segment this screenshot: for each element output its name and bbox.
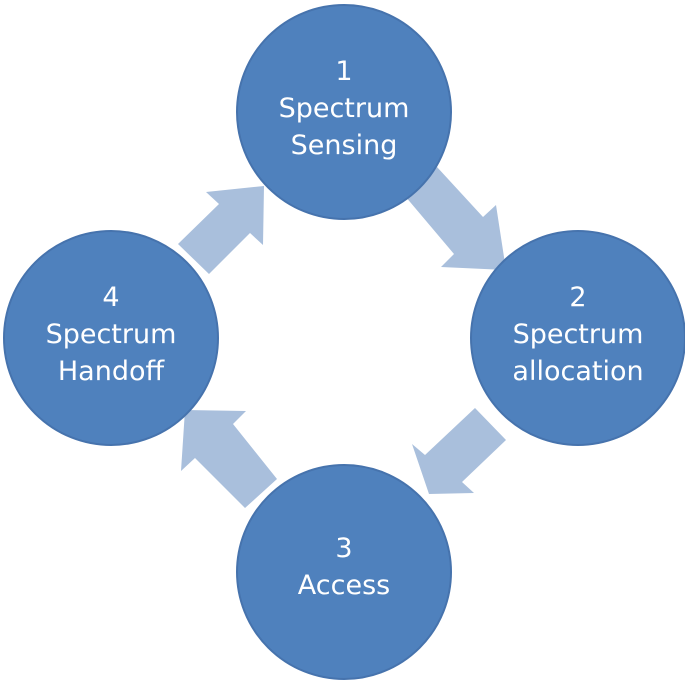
node-1-number: 1	[335, 56, 352, 87]
node-2-line1: Spectrum	[513, 319, 644, 350]
node-4-number: 4	[102, 282, 119, 313]
node-2-line2: allocation	[512, 356, 643, 387]
node-spectrum-handoff: 4 Spectrum Handoff	[3, 230, 219, 446]
node-3-line1: Access	[298, 570, 390, 601]
arrow-allocation-to-access	[412, 408, 506, 494]
arrow-handoff-to-sensing	[178, 186, 264, 274]
node-4-line1: Spectrum	[46, 319, 177, 350]
node-spectrum-sensing: 1 Spectrum Sensing	[236, 4, 452, 220]
node-1-line1: Spectrum	[279, 93, 410, 124]
node-spectrum-allocation: 2 Spectrum allocation	[470, 230, 685, 446]
node-access: 3 Access	[236, 464, 452, 680]
node-3-number: 3	[335, 533, 352, 564]
arrow-access-to-handoff	[181, 410, 277, 508]
node-4-line2: Handoff	[58, 356, 166, 387]
node-2-number: 2	[569, 282, 586, 313]
node-1-line2: Sensing	[291, 130, 398, 161]
arrow-sensing-to-allocation	[405, 167, 506, 270]
